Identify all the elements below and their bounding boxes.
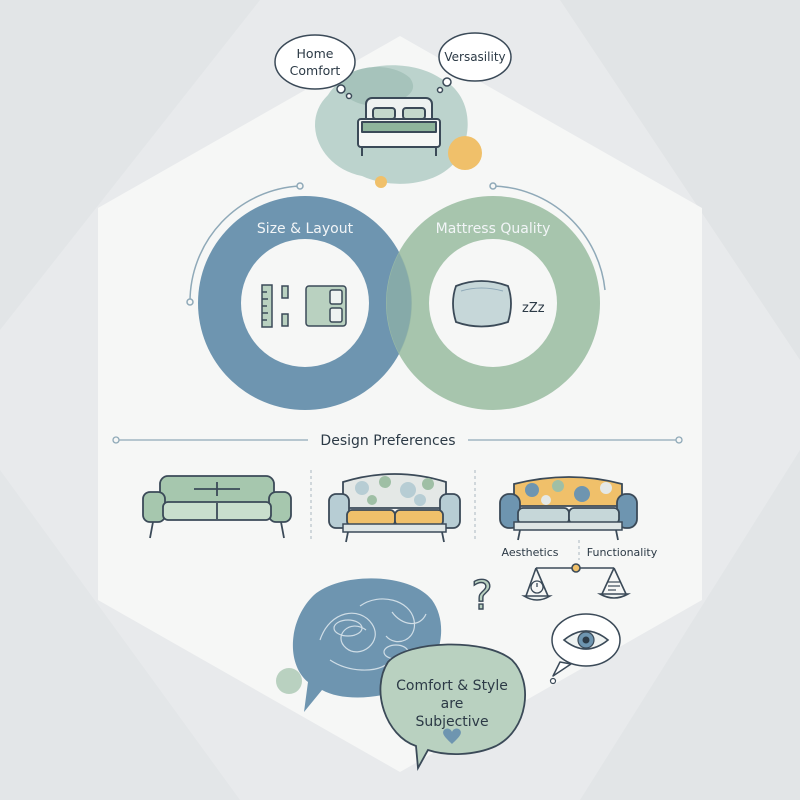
scale-icon bbox=[521, 563, 632, 601]
home-comfort-label-line2: Comfort bbox=[290, 63, 341, 78]
thought-bubble-versatility bbox=[438, 32, 512, 82]
background-facet bbox=[580, 450, 800, 800]
bed-icon bbox=[357, 97, 441, 156]
design-preferences-title: Design Preferences bbox=[320, 433, 455, 449]
yellow-dot-small bbox=[375, 176, 387, 188]
zzz-sleep-text: zZz bbox=[522, 301, 545, 316]
eye-icon bbox=[562, 630, 610, 650]
list-lines-icon bbox=[608, 581, 620, 591]
venn-overlap bbox=[386, 253, 412, 353]
background-facet bbox=[0, 0, 260, 330]
thought-bubble-home-comfort bbox=[274, 34, 356, 90]
thought-dot bbox=[436, 86, 444, 94]
arc-end-dot bbox=[489, 182, 497, 190]
home-comfort-cluster: Home Comfort Versasility bbox=[274, 32, 512, 188]
arc-end-dot bbox=[186, 298, 194, 306]
sofa-patterned-icon bbox=[328, 473, 461, 543]
arc-end-dot bbox=[296, 182, 304, 190]
eye-thought-bubble bbox=[549, 613, 621, 685]
thought-cluster: Comfort & Style are Subjective bbox=[276, 578, 526, 771]
bed-plan-icon bbox=[305, 285, 347, 327]
home-comfort-label-line1: Home bbox=[297, 46, 334, 61]
background-facet bbox=[560, 0, 800, 360]
pillow-icon bbox=[452, 280, 512, 328]
aesthetics-functionality-balance: Aesthetics Functionality bbox=[501, 540, 658, 601]
heart-icon bbox=[443, 728, 461, 744]
divider-dot bbox=[112, 436, 120, 444]
sofa-colorful-icon bbox=[499, 476, 638, 541]
thought-dot bbox=[442, 77, 452, 87]
versatility-label: Versasility bbox=[444, 50, 505, 64]
aesthetics-label: Aesthetics bbox=[501, 546, 558, 559]
dimension-marks-icon bbox=[281, 285, 289, 327]
subjective-speech-bubble bbox=[379, 643, 526, 771]
functionality-label: Functionality bbox=[587, 546, 658, 559]
yellow-dot-large bbox=[448, 136, 482, 170]
subjective-line2: are bbox=[441, 696, 464, 712]
venn-diagram: Size & Layout Mattress Quality zZz bbox=[186, 182, 606, 410]
blob-accent bbox=[339, 67, 414, 106]
thought-dot bbox=[345, 92, 353, 100]
left-arc-connector bbox=[189, 185, 301, 303]
right-arc-connector bbox=[492, 185, 606, 291]
thought-dot bbox=[336, 84, 346, 94]
ruler-icon bbox=[261, 284, 273, 328]
subjective-line1: Comfort & Style bbox=[396, 678, 508, 694]
sofa-minimal-icon bbox=[142, 475, 292, 539]
size-layout-label: Size & Layout bbox=[257, 221, 354, 237]
background-facet bbox=[0, 470, 240, 800]
divider-dot bbox=[675, 436, 683, 444]
green-dot bbox=[276, 668, 302, 694]
subjective-line3: Subjective bbox=[415, 714, 488, 730]
design-preferences-section: Design Preferences bbox=[112, 433, 683, 543]
mattress-quality-label: Mattress Quality bbox=[436, 221, 551, 237]
question-mark-icon: ? bbox=[471, 573, 492, 619]
timer-icon bbox=[530, 580, 544, 594]
venn-inner-left bbox=[241, 239, 369, 367]
